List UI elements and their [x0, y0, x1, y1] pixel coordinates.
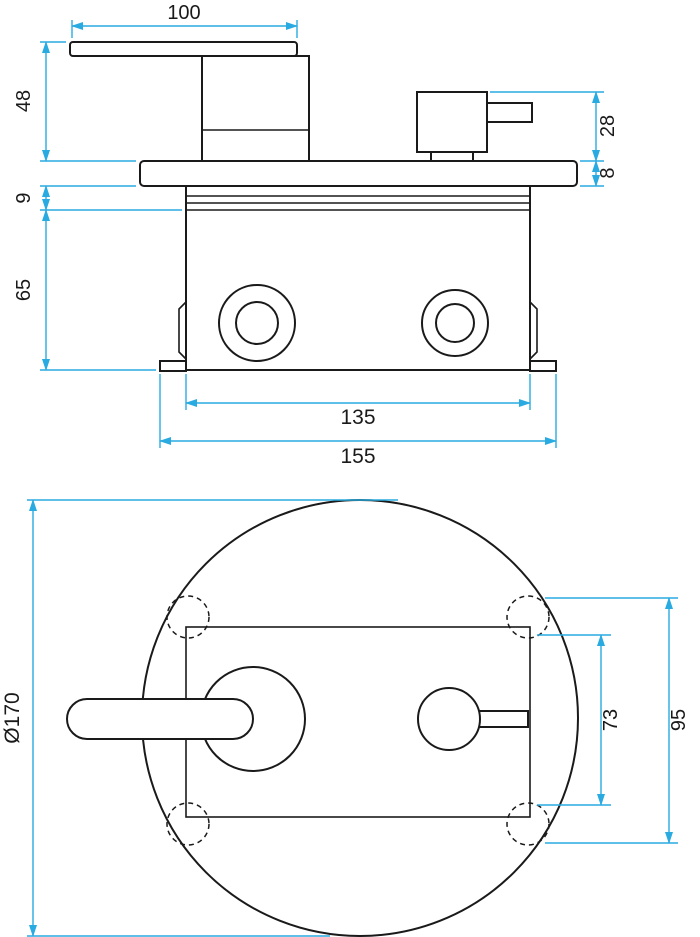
side-left-foot	[159, 360, 187, 372]
dim-plate-diameter: Ø170	[1, 499, 398, 937]
plan-hole-bottom-left	[166, 802, 210, 846]
side-right-foot	[529, 360, 557, 372]
dim-label-cutout-height: 95	[668, 709, 690, 731]
side-left-port-outer-circle	[218, 284, 296, 362]
side-view: 100 48 9 65 28	[13, 2, 619, 468]
side-diverter-base	[430, 151, 474, 162]
dim-port-spacing: 73	[537, 634, 622, 806]
plan-hole-top-left	[166, 595, 210, 639]
dim-collar-height: 9	[13, 185, 182, 211]
dim-overall-width: 155	[159, 374, 557, 468]
dim-label-collar-height: 9	[13, 192, 35, 203]
dim-body-width: 135	[185, 374, 531, 429]
dim-handle-height: 48	[13, 41, 136, 162]
plan-handle-lever	[66, 698, 254, 740]
dim-label-body-width: 135	[340, 406, 375, 429]
side-handle-body	[201, 55, 310, 162]
side-valve-body	[185, 185, 531, 371]
dim-cutout-height: 95	[545, 597, 690, 844]
side-left-port-inner-circle	[235, 301, 279, 345]
side-diverter-stem	[486, 102, 533, 123]
dim-label-port-spacing: 73	[600, 709, 622, 731]
side-right-port-inner-circle	[435, 303, 475, 343]
dim-plate-thickness: 8	[580, 160, 619, 187]
side-right-port-outer-circle	[421, 289, 489, 357]
plan-hole-top-right	[506, 595, 550, 639]
side-lever	[69, 41, 298, 57]
dim-label-overall-width: 155	[340, 445, 375, 468]
dim-body-depth: 65	[13, 209, 156, 371]
plan-diverter-stem	[477, 710, 529, 728]
plan-view: Ø170 73 95	[1, 499, 690, 937]
dim-label-lever-length: 100	[167, 2, 200, 24]
dim-label-handle-height: 48	[13, 90, 35, 112]
dim-label-plate-diameter: Ø170	[1, 692, 24, 743]
side-right-clip	[529, 301, 538, 360]
dim-label-diverter-height: 28	[597, 115, 619, 137]
plan-hole-bottom-right	[506, 802, 550, 846]
dim-label-body-depth: 65	[13, 279, 35, 301]
plan-diverter-knob-circle	[417, 687, 481, 751]
dim-lever-length: 100	[71, 2, 298, 38]
side-mounting-plate	[139, 160, 578, 187]
side-left-clip	[178, 301, 187, 360]
dim-label-plate-thickness: 8	[597, 167, 619, 178]
side-diverter-knob	[416, 91, 488, 153]
